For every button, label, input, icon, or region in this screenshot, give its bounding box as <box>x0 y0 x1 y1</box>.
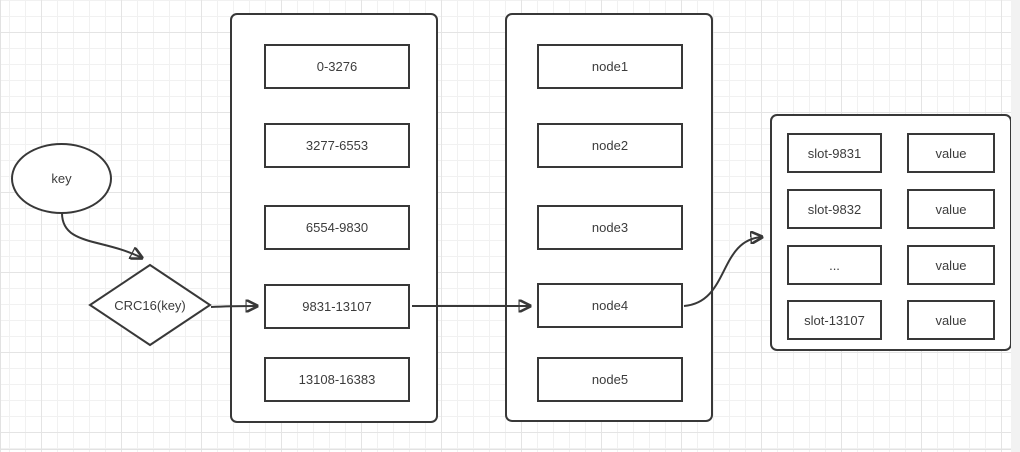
kv-slot-box-4[interactable]: slot-13107 <box>787 300 882 340</box>
node-label: node4 <box>591 298 629 313</box>
kv-value-box-1[interactable]: value <box>907 133 995 173</box>
kv-slot-label: slot-9831 <box>807 145 862 161</box>
kv-slot-box-3[interactable]: ... <box>787 245 882 285</box>
kv-slot-box-1[interactable]: slot-9831 <box>787 133 882 173</box>
vertical-scrollbar-track[interactable] <box>1011 0 1020 452</box>
canvas-left-edge-line <box>0 0 1 452</box>
node-box-1[interactable]: node1 <box>537 44 683 89</box>
crc16-label: CRC16(key) <box>114 297 186 313</box>
node-box-3[interactable]: node3 <box>537 205 683 250</box>
key-label: key <box>51 171 72 186</box>
kv-slot-label: slot-13107 <box>804 312 865 328</box>
node-box-4[interactable]: node4 <box>537 283 683 328</box>
crc16-shape[interactable]: CRC16(key) <box>88 263 212 347</box>
node-label: node3 <box>591 220 629 235</box>
kv-slot-label: ... <box>829 257 840 273</box>
connector-key-to-crc16[interactable] <box>61 212 142 258</box>
connector-node4-to-kv-store[interactable] <box>683 237 762 307</box>
node-label: node5 <box>591 372 629 387</box>
slot-range-label: 9831-13107 <box>302 299 372 314</box>
slot-range-label: 3277-6553 <box>305 138 369 153</box>
kv-slot-box-2[interactable]: slot-9832 <box>787 189 882 229</box>
connector-crc16-to-slot-range[interactable] <box>210 306 257 307</box>
slot-range-box-1[interactable]: 0-3276 <box>264 44 410 89</box>
kv-value-box-2[interactable]: value <box>907 189 995 229</box>
kv-slot-label: slot-9832 <box>807 201 862 217</box>
slot-range-box-3[interactable]: 6554-9830 <box>264 205 410 250</box>
node-label: node1 <box>591 59 629 74</box>
kv-value-label: value <box>935 257 967 273</box>
slot-range-label: 0-3276 <box>316 59 358 74</box>
key-shape[interactable]: key <box>11 143 112 214</box>
canvas-bottom-edge-line <box>0 449 1011 450</box>
kv-value-box-4[interactable]: value <box>907 300 995 340</box>
kv-value-label: value <box>935 201 967 217</box>
kv-value-label: value <box>935 312 967 328</box>
slot-range-label: 13108-16383 <box>298 372 376 387</box>
slot-range-box-5[interactable]: 13108-16383 <box>264 357 410 402</box>
node-label: node2 <box>591 138 629 153</box>
node-box-5[interactable]: node5 <box>537 357 683 402</box>
slot-range-label: 6554-9830 <box>305 220 369 235</box>
slot-range-box-2[interactable]: 3277-6553 <box>264 123 410 168</box>
diamond-outline <box>88 263 212 347</box>
node-box-2[interactable]: node2 <box>537 123 683 168</box>
kv-value-label: value <box>935 145 967 161</box>
slot-range-box-4[interactable]: 9831-13107 <box>264 284 410 329</box>
kv-value-box-3[interactable]: value <box>907 245 995 285</box>
